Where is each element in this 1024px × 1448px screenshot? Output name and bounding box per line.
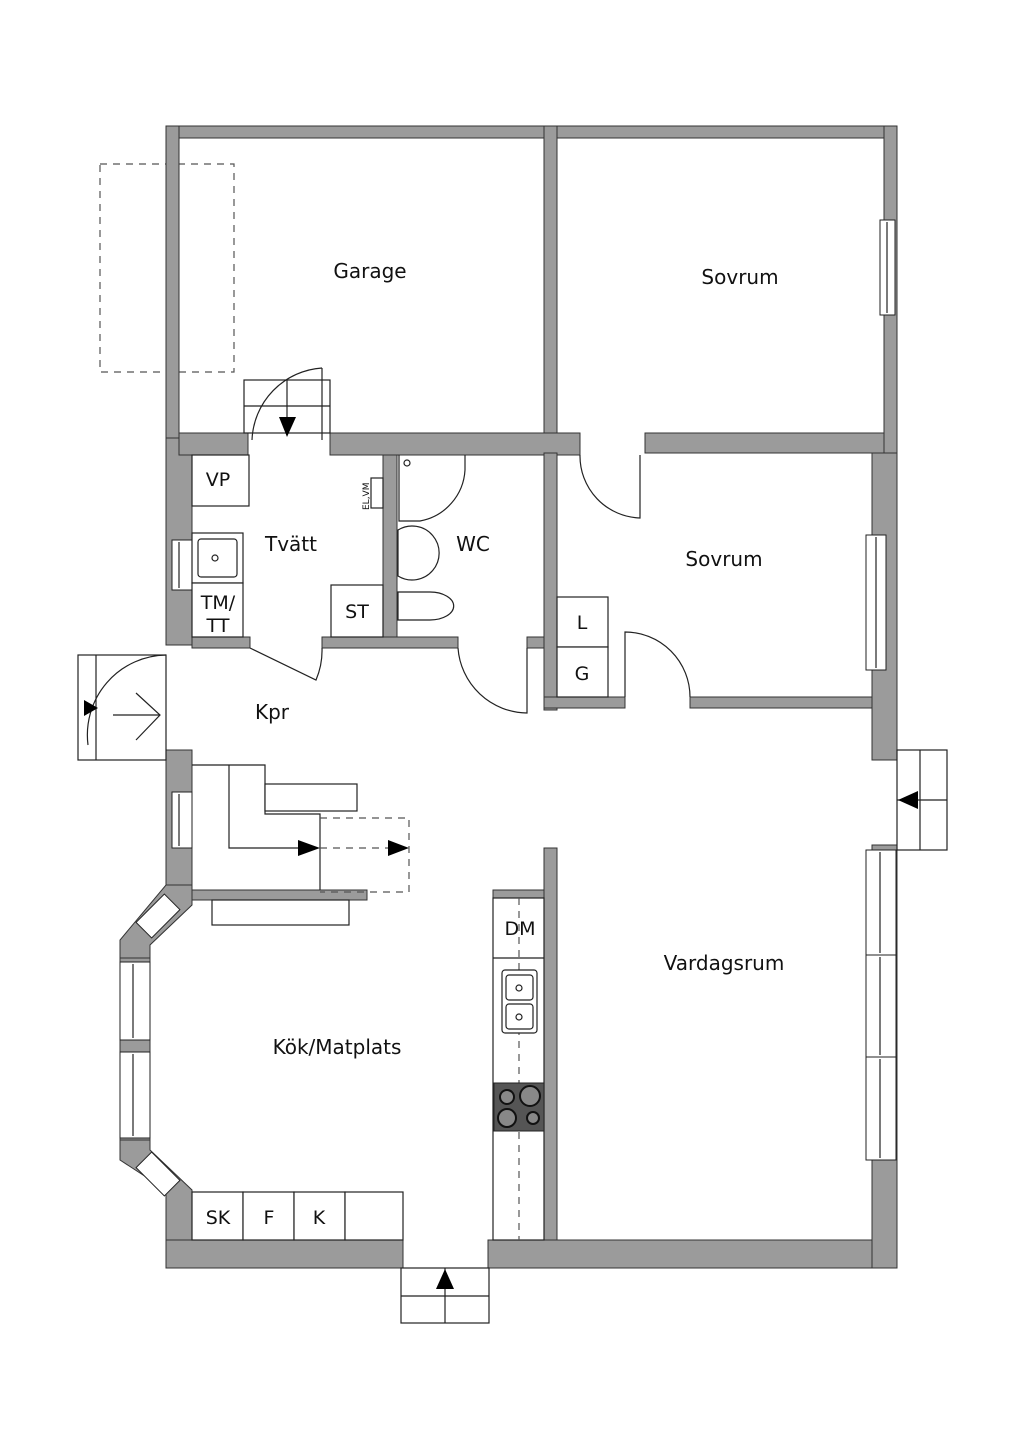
label-f: F	[264, 1207, 275, 1229]
windows	[119, 219, 897, 1197]
label-dm: DM	[504, 918, 535, 940]
label-sk: SK	[206, 1207, 231, 1229]
label-tt: TT	[206, 615, 230, 637]
fixture-labels: VP TM/ TT ST EL,VM L G DM SK F K	[200, 469, 590, 1229]
room-sovrum-2: Sovrum	[685, 547, 762, 571]
room-sovrum-1: Sovrum	[701, 265, 778, 289]
label-vp: VP	[206, 469, 230, 491]
entry-arrow-icon	[279, 417, 296, 437]
doors	[77, 367, 948, 1324]
label-el-vm: EL,VM	[362, 483, 372, 510]
room-garage: Garage	[333, 259, 406, 283]
walls	[119, 125, 898, 1269]
room-labels: Garage Sovrum Sovrum Tvätt WC Kpr Kök/Ma…	[255, 259, 784, 1059]
room-wc: WC	[456, 532, 490, 556]
room-vardagsrum: Vardagsrum	[664, 951, 785, 975]
label-tm: TM/	[200, 592, 236, 614]
label-k: K	[313, 1207, 326, 1229]
stairs	[192, 764, 410, 926]
room-tvatt: Tvätt	[264, 532, 317, 556]
room-kok: Kök/Matplats	[273, 1035, 402, 1059]
room-kpr: Kpr	[255, 700, 290, 724]
label-g: G	[575, 663, 590, 685]
label-l: L	[577, 612, 588, 634]
label-st: ST	[345, 601, 369, 623]
fixtures	[191, 454, 609, 1241]
